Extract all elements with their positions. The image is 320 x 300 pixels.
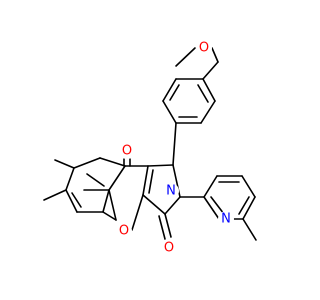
- bond: [172, 122, 177, 166]
- bond: [203, 196, 220, 220]
- atom-label-o-ketone: O: [122, 144, 132, 159]
- bond: [164, 213, 172, 238]
- atom-label-n-pyridine: N: [221, 212, 231, 227]
- bond: [158, 215, 166, 240]
- bond: [99, 157, 126, 167]
- atom-label-n-lactam: N: [166, 184, 176, 199]
- bond: [238, 196, 250, 215]
- bond: [71, 192, 82, 208]
- bond: [210, 196, 225, 215]
- bond: [242, 218, 257, 241]
- atom-label-o-lactam: O: [164, 241, 174, 256]
- bond: [162, 100, 177, 124]
- bond: [86, 173, 105, 187]
- bond: [241, 175, 256, 198]
- atom-labels: O O O O N N: [116, 40, 234, 256]
- bond: [102, 189, 110, 213]
- bond: [131, 194, 144, 231]
- bond: [200, 100, 216, 124]
- bond: [162, 78, 177, 102]
- bond: [142, 194, 166, 215]
- bond: [202, 61, 219, 80]
- bond: [65, 189, 78, 213]
- bond: [54, 159, 75, 169]
- bond: [242, 196, 256, 220]
- bond: [164, 196, 181, 215]
- molecule-drawing: O O O O N N: [43, 40, 257, 256]
- bonds: [43, 47, 257, 241]
- bond: [169, 84, 180, 101]
- bond: [73, 157, 101, 169]
- bond: [148, 169, 154, 194]
- bond: [142, 165, 149, 196]
- bond: [211, 47, 219, 63]
- bond: [43, 189, 67, 201]
- atom-label-o-pyran: O: [119, 224, 129, 239]
- atom-label-o-methoxy: O: [199, 41, 209, 56]
- bond: [65, 167, 75, 191]
- bond: [203, 175, 218, 198]
- bond: [202, 78, 216, 102]
- bond: [108, 165, 126, 191]
- bond: [102, 211, 117, 221]
- bond: [108, 189, 117, 221]
- structure-svg: O O O O N N: [43, 40, 257, 256]
- bond: [175, 47, 196, 67]
- bond: [147, 164, 174, 167]
- bond: [197, 84, 209, 103]
